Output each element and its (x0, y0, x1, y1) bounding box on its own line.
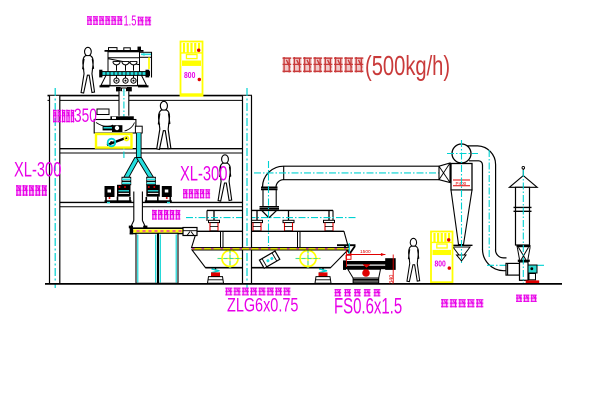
svg-text:350: 350 (74, 105, 97, 127)
svg-text:800: 800 (434, 259, 445, 269)
svg-text:1.5: 1.5 (124, 12, 137, 29)
svg-text:XL-300: XL-300 (14, 158, 61, 181)
svg-text:XL-300: XL-300 (180, 162, 227, 185)
svg-text:340: 340 (389, 275, 395, 284)
svg-text:FS0.6x1.5: FS0.6x1.5 (334, 294, 402, 319)
svg-text:800: 800 (184, 70, 195, 80)
svg-text:ZLG6x0.75: ZLG6x0.75 (227, 295, 298, 316)
svg-text:1500: 1500 (360, 249, 371, 255)
svg-text:(500kg/h): (500kg/h) (365, 51, 450, 82)
